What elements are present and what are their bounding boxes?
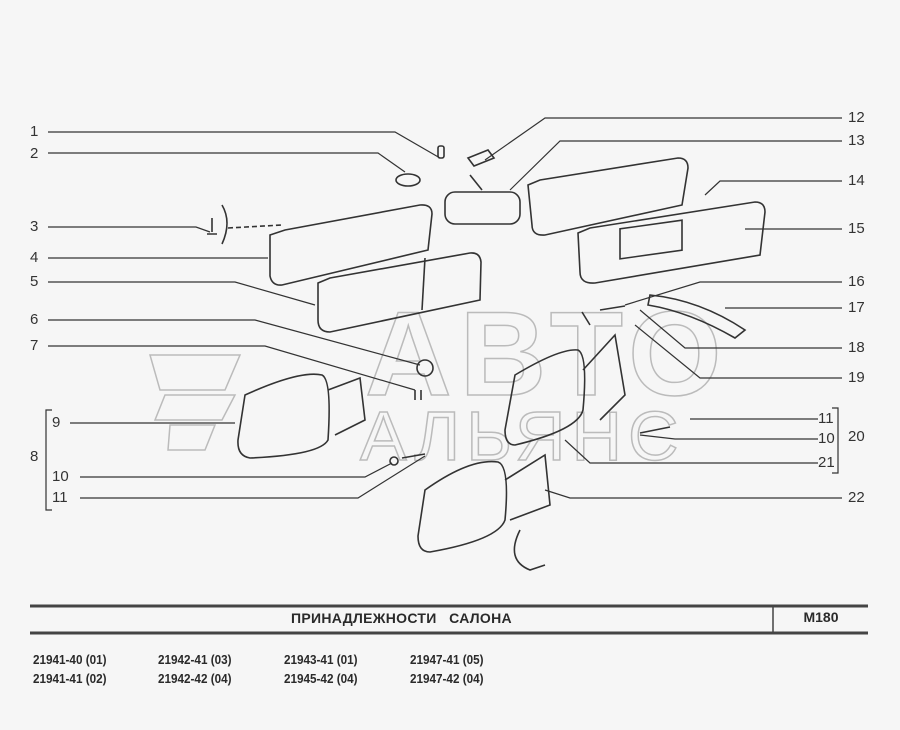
- page-title: ПРИНАДЛЕЖНОСТИ САЛОНА: [291, 610, 512, 626]
- mirror-left-part: [237, 373, 330, 459]
- callout-18: 18: [848, 339, 865, 356]
- mirror-electric-part: [417, 460, 508, 553]
- holder-part: [395, 173, 421, 187]
- callout-22: 22: [848, 489, 865, 506]
- callout-19: 19: [848, 369, 865, 386]
- callout-17: 17: [848, 299, 865, 316]
- watermark-logo: АВТО АЛЬЯНС: [149, 286, 729, 476]
- callout-15: 15: [848, 220, 865, 237]
- model-code: 21945-42 (04): [284, 671, 358, 686]
- sun-visor-right-part: [527, 157, 689, 236]
- screw-part: [207, 218, 217, 235]
- model-code: 21942-42 (04): [158, 671, 232, 686]
- sun-visor-left-part: [269, 204, 433, 286]
- model-code: 21941-41 (02): [33, 671, 107, 686]
- parts: [207, 145, 766, 571]
- model-code: 21943-41 (01): [284, 652, 358, 667]
- sun-visor-left-mirror-part: [317, 252, 482, 333]
- model-code: 21947-41 (05): [410, 652, 484, 667]
- callout-6: 6: [30, 311, 39, 328]
- model-code: 21942-41 (03): [158, 652, 232, 667]
- callout-7: 7: [30, 337, 39, 354]
- callout-1: 1: [30, 123, 39, 140]
- model-code: 21941-40 (01): [33, 652, 107, 667]
- callout-12: 12: [848, 109, 865, 126]
- callout-3: 3: [30, 218, 39, 235]
- callout-5: 5: [30, 273, 39, 290]
- callout-2: 2: [30, 145, 39, 162]
- page-code: M180: [803, 609, 839, 625]
- callout-11: 11: [52, 489, 68, 506]
- clip-part: [437, 145, 445, 159]
- title-block: [30, 604, 868, 635]
- callout-10: 10: [52, 468, 69, 485]
- leader-lines: [45, 117, 842, 511]
- model-code: 21947-42 (04): [410, 671, 484, 686]
- grab-handle-part: [647, 294, 747, 339]
- callout-21: 21: [818, 454, 835, 471]
- svg-text:АВТО: АВТО: [365, 287, 729, 421]
- callout-8: 8: [30, 448, 39, 465]
- callout-16: 16: [848, 273, 865, 290]
- callout-20: 20: [848, 428, 865, 445]
- callout-4: 4: [30, 249, 39, 266]
- rearview-mirror-part: [444, 191, 521, 225]
- callout-14: 14: [848, 172, 865, 189]
- callout-11-right: 11: [818, 410, 834, 427]
- callout-13: 13: [848, 132, 865, 149]
- callout-9: 9: [52, 414, 61, 431]
- callout-10-right: 10: [818, 430, 835, 447]
- knob-part: [416, 359, 434, 377]
- mirror-right-part: [504, 349, 586, 446]
- sun-visor-right-mirror-part: [577, 201, 766, 284]
